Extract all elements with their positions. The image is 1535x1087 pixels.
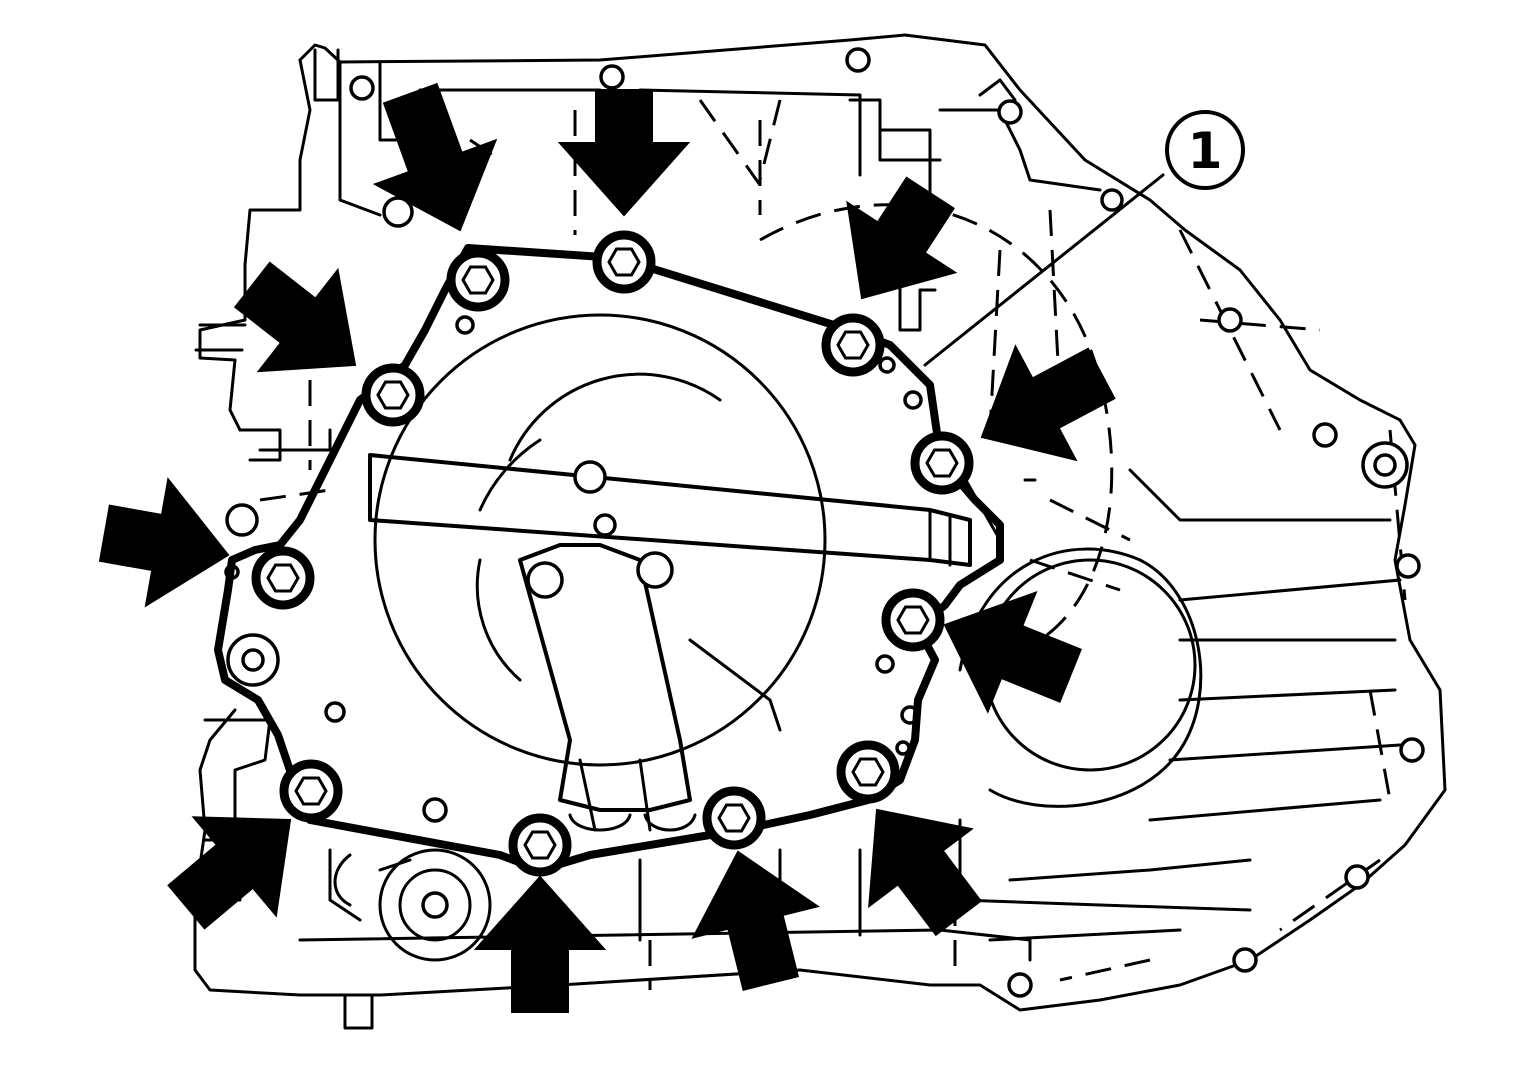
bolt <box>251 546 315 610</box>
arrow <box>372 82 498 232</box>
arrow <box>167 816 292 930</box>
bolt <box>702 786 766 850</box>
callout-label: 1 <box>1188 122 1223 180</box>
bolt <box>821 313 885 377</box>
bolt <box>592 230 656 294</box>
arrow <box>233 261 357 373</box>
bolt-arrows <box>98 82 1116 1013</box>
side-cover-internals <box>368 313 1203 962</box>
bolt <box>836 740 900 804</box>
callout-1: 1 <box>923 110 1245 367</box>
arrow <box>943 590 1082 714</box>
arrow <box>846 176 958 300</box>
callout-circle <box>1165 110 1245 190</box>
hidden-internal-outlines <box>259 94 1407 990</box>
arrow <box>691 850 820 991</box>
cover-bolts <box>251 230 974 877</box>
case-holes <box>224 47 1425 998</box>
bolt <box>881 588 945 652</box>
arrow <box>868 808 983 937</box>
arrow <box>98 477 230 608</box>
arrow <box>557 89 691 217</box>
arrow <box>980 344 1116 462</box>
bolt <box>446 248 510 312</box>
arrow <box>473 875 607 1013</box>
callout-leader-line <box>923 173 1165 367</box>
bolt <box>910 431 974 495</box>
bolt <box>279 759 343 823</box>
bolt <box>361 363 425 427</box>
transmission-case-outline <box>193 33 1447 1030</box>
bolt <box>508 813 572 877</box>
